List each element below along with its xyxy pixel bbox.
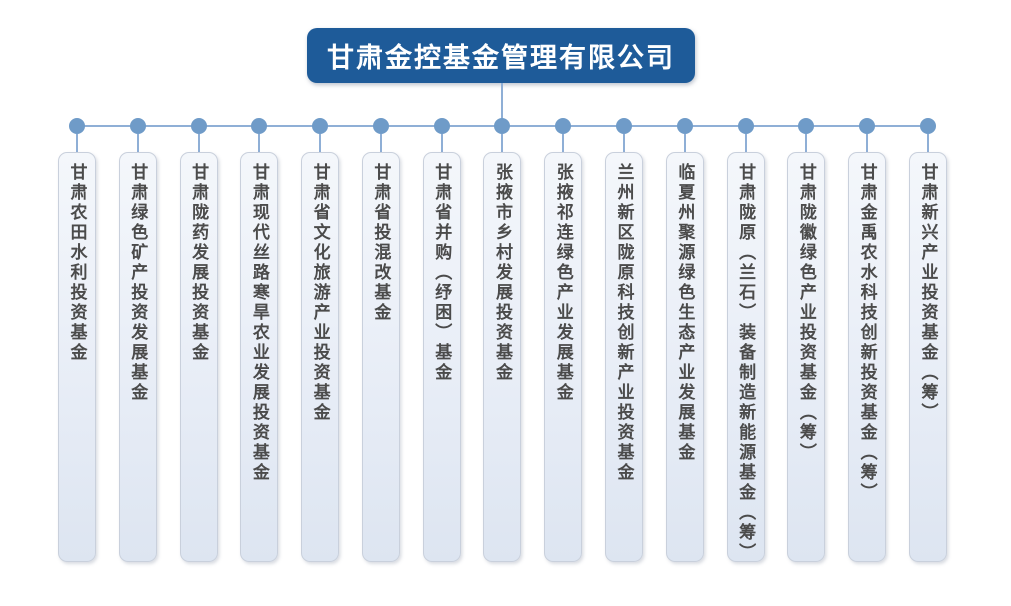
fund-branch: 兰州新区陇原科技创新产业投资基金 [605,118,644,562]
connector-line [562,134,565,152]
connector-line [744,134,747,152]
fund-branch: 甘肃现代丝路寒旱农业发展投资基金 [240,118,279,562]
fund-branch: 甘肃绿色矿产投资发展基金 [118,118,157,562]
fund-branch: 张掖祁连绿色产业发展基金 [544,118,583,562]
connector-line [440,134,443,152]
fund-node: 甘肃绿色矿产投资发展基金 [118,152,157,562]
fund-node-label: 甘肃金禹农水科技创新投资基金（筹） [857,163,877,503]
fund-node: 甘肃省投混改基金 [361,152,400,562]
fund-node: 甘肃现代丝路寒旱农业发展投资基金 [240,152,279,562]
connector-dot [251,118,268,134]
fund-node: 甘肃省并购（纾困）基金 [422,152,461,562]
fund-node: 甘肃陇徽绿色产业投资基金（筹） [787,152,826,562]
root-node-label: 甘肃金控基金管理有限公司 [327,43,675,73]
root-connector-line [501,83,503,126]
fund-columns: 甘肃农田水利投资基金 甘肃绿色矿产投资发展基金 甘肃陇药发展投资基金 甘肃现代丝… [58,118,947,562]
fund-branch: 张掖市乡村发展投资基金 [483,118,522,562]
root-node: 甘肃金控基金管理有限公司 [307,28,695,83]
fund-node-label: 甘肃省并购（纾困）基金 [432,163,452,383]
fund-node: 甘肃陇药发展投资基金 [179,152,218,562]
fund-branch: 甘肃省投混改基金 [361,118,400,562]
fund-node: 临夏州聚源绿色生态产业发展基金 [665,152,704,562]
fund-node-label: 甘肃省文化旅游产业投资基金 [310,163,330,423]
fund-node: 甘肃农田水利投资基金 [58,152,96,562]
fund-branch: 甘肃陇原（兰石）装备制造新能源基金（筹） [726,118,765,562]
fund-node-label: 甘肃陇原（兰石）装备制造新能源基金（筹） [736,163,756,562]
connector-dot [616,118,633,134]
connector-line [926,134,929,152]
connector-line [623,134,626,152]
connector-dot [859,118,876,134]
fund-branch: 甘肃农田水利投资基金 [58,118,96,562]
connector-line [379,134,382,152]
connector-dot [312,118,329,134]
connector-line [805,134,808,152]
connector-dot [494,118,511,134]
connector-dot [372,118,389,134]
fund-node: 甘肃省文化旅游产业投资基金 [301,152,340,562]
connector-line [866,134,869,152]
fund-branch: 甘肃陇徽绿色产业投资基金（筹） [787,118,826,562]
connector-line [76,134,78,152]
connector-line [501,134,504,152]
fund-node-label: 甘肃绿色矿产投资发展基金 [128,163,148,403]
fund-node: 兰州新区陇原科技创新产业投资基金 [605,152,644,562]
fund-node: 甘肃新兴产业投资基金（筹） [908,152,947,562]
connector-dot [69,118,85,134]
connector-line [683,134,686,152]
fund-node-label: 张掖市乡村发展投资基金 [492,163,512,383]
connector-line [319,134,322,152]
connector-line [197,134,200,152]
fund-node-label: 甘肃新兴产业投资基金（筹） [918,163,938,423]
fund-node-label: 临夏州聚源绿色生态产业发展基金 [675,163,695,463]
fund-node-label: 甘肃陇徽绿色产业投资基金（筹） [796,163,816,463]
connector-dot [555,118,572,134]
fund-branch: 甘肃新兴产业投资基金（筹） [908,118,947,562]
connector-dot [190,118,207,134]
fund-branch: 甘肃省并购（纾困）基金 [422,118,461,562]
connector-dot [798,118,815,134]
connector-line [258,134,261,152]
connector-dot [737,118,754,134]
fund-node: 张掖祁连绿色产业发展基金 [544,152,583,562]
fund-node-label: 兰州新区陇原科技创新产业投资基金 [614,163,634,483]
fund-branch: 甘肃省文化旅游产业投资基金 [301,118,340,562]
fund-node-label: 张掖祁连绿色产业发展基金 [553,163,573,403]
connector-line [136,134,139,152]
connector-dot [129,118,146,134]
fund-node: 甘肃陇原（兰石）装备制造新能源基金（筹） [726,152,765,562]
fund-node: 甘肃金禹农水科技创新投资基金（筹） [848,152,887,562]
fund-node-label: 甘肃陇药发展投资基金 [189,163,209,363]
fund-node-label: 甘肃省投混改基金 [371,163,391,323]
connector-dot [676,118,693,134]
fund-branch: 临夏州聚源绿色生态产业发展基金 [665,118,704,562]
fund-node-label: 甘肃农田水利投资基金 [67,163,87,363]
connector-dot [919,118,936,134]
fund-branch: 甘肃金禹农水科技创新投资基金（筹） [848,118,887,562]
fund-node-label: 甘肃现代丝路寒旱农业发展投资基金 [249,163,269,483]
fund-node: 张掖市乡村发展投资基金 [483,152,522,562]
connector-dot [433,118,450,134]
fund-branch: 甘肃陇药发展投资基金 [179,118,218,562]
